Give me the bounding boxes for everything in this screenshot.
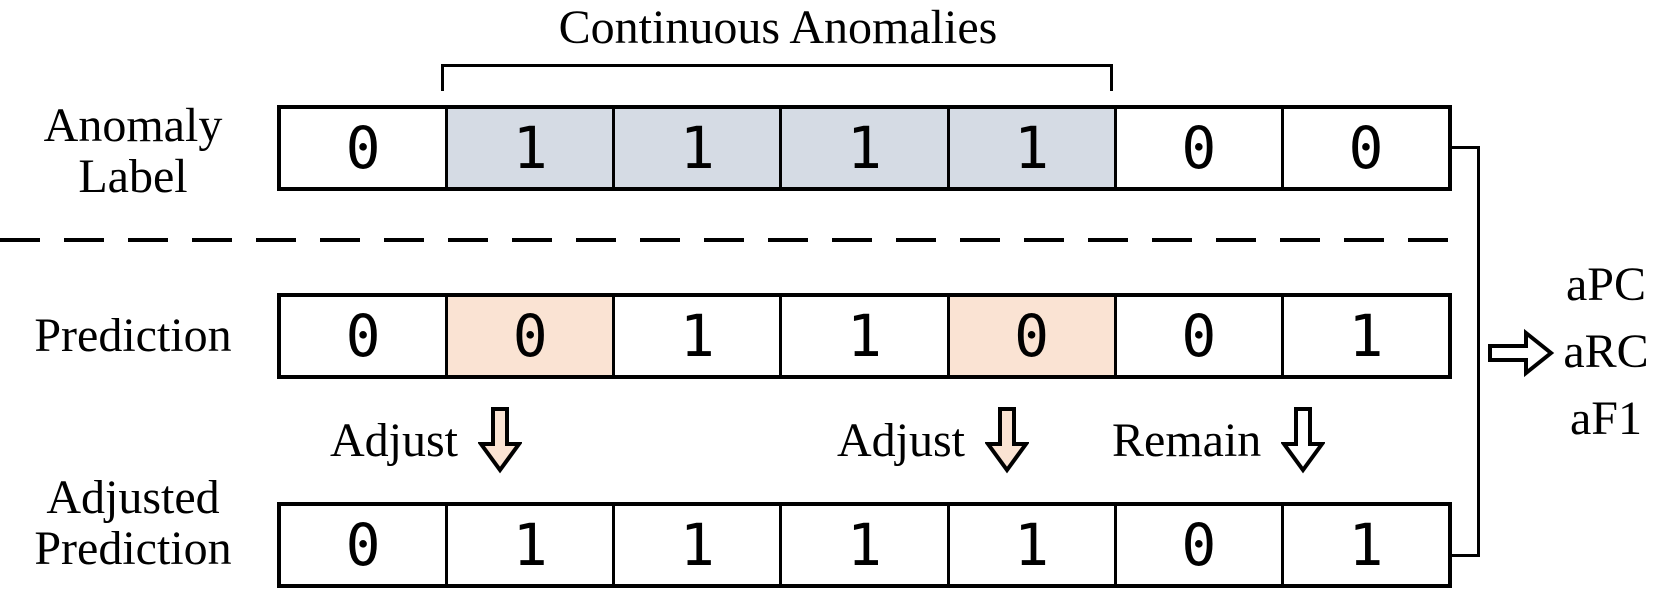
- rows-group-bracket: [1452, 146, 1480, 557]
- adjusted-cell-2-value: 1: [512, 511, 548, 579]
- prediction-cell-2: 0: [445, 297, 613, 375]
- remain-operation: Remain: [1112, 396, 1326, 484]
- prediction-cell-5: 0: [946, 297, 1114, 375]
- adjust-operation-1: Adjust: [330, 396, 523, 484]
- anomaly-cell-4-value: 1: [847, 114, 882, 182]
- anomaly-cell-5: 1: [946, 109, 1114, 187]
- prediction-cell-3-value: 1: [679, 302, 715, 370]
- adjust-operation-2: Adjust: [837, 396, 1030, 484]
- anomaly-cell-3: 1: [612, 109, 780, 187]
- anomaly-cell-5-value: 1: [1014, 114, 1050, 182]
- adjusted-cell-6-value: 0: [1181, 511, 1217, 579]
- adjust-label-2: Adjust: [837, 413, 966, 467]
- right-arrow-icon: [1488, 328, 1555, 378]
- continuous-anomalies-bracket: [441, 64, 1113, 91]
- anomaly-cell-1-value: 0: [345, 114, 381, 182]
- prediction-cell-6: 0: [1113, 297, 1281, 375]
- adjusted-cell-4-value: 1: [847, 511, 882, 579]
- anomaly-cell-6: 0: [1113, 109, 1281, 187]
- anomaly-cell-7: 0: [1280, 109, 1448, 187]
- metric-arc: aRC: [1563, 325, 1649, 378]
- adjusted-cell-1-value: 0: [345, 511, 381, 579]
- prediction-cell-5-value: 0: [1014, 302, 1050, 370]
- adjusted-cell-4: 1: [779, 506, 947, 584]
- prediction-cell-7: 1: [1280, 297, 1448, 375]
- prediction-cell-4-value: 1: [847, 302, 882, 370]
- dashed-divider: [0, 238, 1466, 242]
- prediction-cell-1: 0: [281, 297, 446, 375]
- prediction-row-label: Prediction: [34, 309, 232, 362]
- adjusted-cell-7-value: 1: [1348, 511, 1384, 579]
- prediction-cell-4: 1: [779, 297, 947, 375]
- anomaly-cell-1: 0: [281, 109, 446, 187]
- adjusted-cell-5-value: 1: [1014, 511, 1050, 579]
- adjusted-cell-6: 0: [1113, 506, 1281, 584]
- anomaly-label-row: 0 1 1 1 1 0 0: [277, 105, 1452, 191]
- down-arrow-icon: [985, 407, 1030, 474]
- adjusted-prediction-row: 0 1 1 1 1 0 1: [277, 502, 1452, 588]
- prediction-cell-7-value: 1: [1348, 302, 1384, 370]
- anomaly-cell-4: 1: [779, 109, 947, 187]
- prediction-cell-3: 1: [612, 297, 780, 375]
- down-arrow-icon: [1281, 407, 1326, 474]
- adjusted-cell-3-value: 1: [679, 511, 715, 579]
- adjust-label-1: Adjust: [330, 413, 459, 467]
- anomaly-cell-3-value: 1: [679, 114, 715, 182]
- remain-label: Remain: [1112, 413, 1262, 467]
- adjusted-cell-1: 0: [281, 506, 446, 584]
- prediction-cell-1-value: 0: [345, 302, 381, 370]
- anomaly-cell-7-value: 0: [1348, 114, 1384, 182]
- anomaly-label-row-label: Anomaly Label: [43, 99, 223, 203]
- anomaly-cell-6-value: 0: [1181, 114, 1217, 182]
- adjusted-prediction-row-label: Adjusted Prediction: [34, 471, 232, 575]
- continuous-anomalies-label: Continuous Anomalies: [558, 1, 998, 54]
- down-arrow-icon: [478, 407, 523, 474]
- metric-apc: aPC: [1565, 258, 1646, 311]
- adjusted-cell-5: 1: [946, 506, 1114, 584]
- adjusted-cell-3: 1: [612, 506, 780, 584]
- anomaly-cell-2-value: 1: [512, 114, 548, 182]
- adjusted-cell-2: 1: [445, 506, 613, 584]
- adjusted-cell-7: 1: [1280, 506, 1448, 584]
- prediction-cell-6-value: 0: [1181, 302, 1217, 370]
- metrics-list: aPC aRC aF1: [1550, 251, 1662, 452]
- prediction-row: 0 0 1 1 0 0 1: [277, 293, 1452, 379]
- metric-af1: aF1: [1570, 392, 1642, 445]
- anomaly-cell-2: 1: [445, 109, 613, 187]
- prediction-cell-2-value: 0: [512, 302, 548, 370]
